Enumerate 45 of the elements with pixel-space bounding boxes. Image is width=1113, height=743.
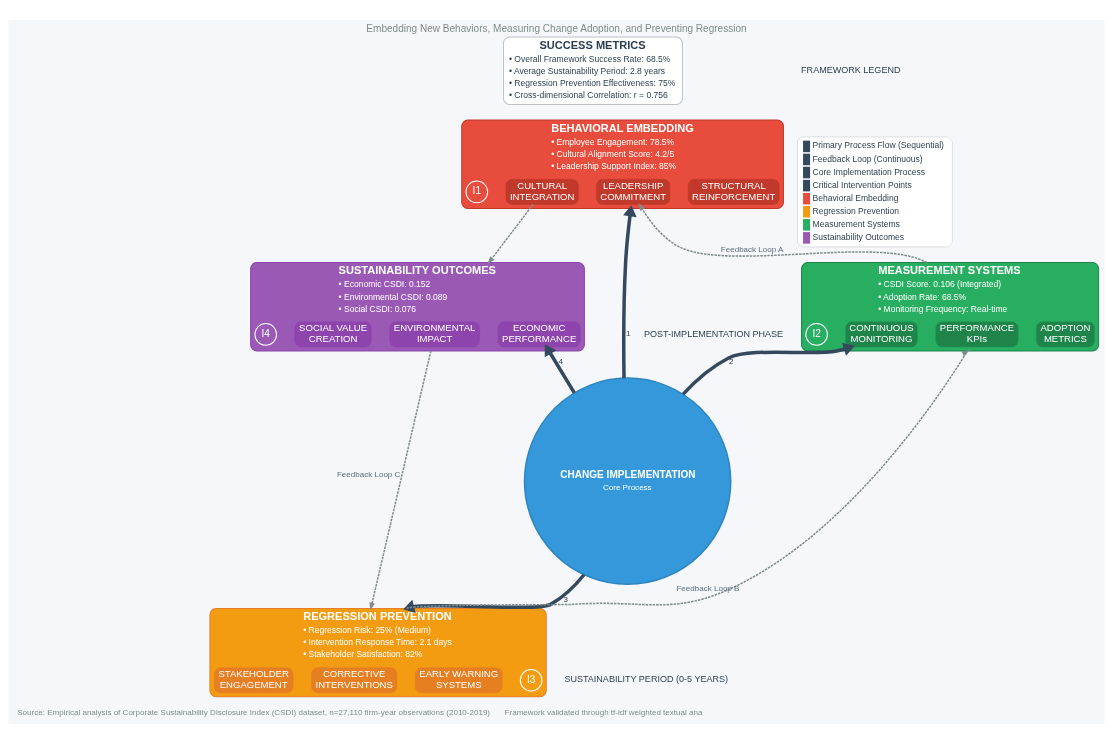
arrow (544, 343, 576, 394)
node-circle: I4 (254, 322, 278, 346)
edge-label: 1 (625, 328, 631, 338)
diagram-title: Embedding New Behaviors, Measuring Change Adoption, and Preventing Regression (366, 22, 747, 34)
label: POST-IMPLEMENTATION PHASE (643, 328, 784, 339)
node-circle: I1 (465, 180, 489, 203)
node-box: LEADERSHIP COMMITMENT (596, 178, 671, 205)
edge-label: 4 (558, 356, 564, 366)
node-box: PERFORMANCE KPIs (935, 321, 1019, 347)
legend-label: Critical Intervention Points (812, 179, 912, 190)
edge-label: Feedback Loop C (336, 469, 401, 479)
edge-label: 3 (563, 594, 569, 604)
node-box: STRUCTURAL REINFORCEMENT (687, 178, 780, 205)
arrow (369, 349, 432, 611)
node-box: STAKEHOLDER ENGAGEMENT (213, 666, 294, 693)
arrow (638, 202, 928, 263)
arrow (681, 342, 855, 395)
node-circle: I2 (805, 322, 828, 346)
node-box: ECONOMIC PERFORMANCE (497, 321, 581, 347)
node-circle: I3 (519, 668, 543, 692)
legend-label: Regression Prevention (812, 205, 899, 216)
label: SUSTAINABILITY PERIOD (0-5 YEARS) (564, 673, 729, 684)
legend-label: Core Implementation Process (812, 166, 925, 177)
label: FRAMEWORK LEGEND (801, 64, 901, 75)
node-circle: CHANGE IMPLEMENTATION Core Process (523, 376, 732, 585)
label: Framework validated through tf-idf weighted textual ana (504, 707, 703, 717)
legend-label: Sustainability Outcomes (812, 231, 905, 242)
legend-label: Primary Process Flow (Sequential) (812, 139, 944, 150)
arrow (403, 573, 586, 613)
edge-label: 2 (728, 356, 734, 366)
edge-label: Feedback Loop A (720, 244, 784, 254)
node-box: CULTURAL INTEGRATION (505, 178, 579, 205)
node-box: CORRECTIVE INTERVENTIONS (311, 666, 398, 693)
node-box: ADOPTION METRICS (1036, 321, 1095, 347)
node-box: CONTINUOUS MONITORING (845, 321, 918, 347)
arrow (405, 349, 970, 609)
legend-label: Behavioral Embedding (812, 192, 899, 203)
arrow (487, 203, 534, 264)
legend-label: Feedback Loop (Continuous) (812, 153, 923, 164)
arrow (622, 204, 637, 378)
edge-label: Feedback Loop B (676, 583, 740, 593)
label: Source: Empirical analysis of Corporate Sustainability Disclosure Index (CSDI) dataset, n=27,110 firm-year observations (2010-2019) (17, 707, 491, 717)
node-box: EARLY WARNING SYSTEMS (415, 666, 503, 693)
node-box: SUCCESS METRICS • Overall Framework Success Rate: 68.5% • Average Sustainability Period: 2.8 years • Regression Prevention Effectiveness: 75% • Cross-dimensional Correlation: r = 0.756 (502, 36, 683, 105)
legend-label: Measurement Systems (812, 218, 900, 229)
